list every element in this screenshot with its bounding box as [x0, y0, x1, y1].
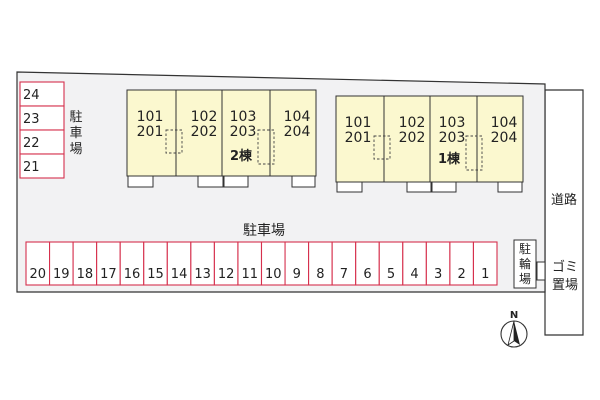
- parking-space-number: 15: [147, 267, 164, 282]
- trash-box: [536, 261, 546, 281]
- stair-hall: [465, 135, 483, 171]
- entrance-step: [223, 175, 249, 188]
- compass-label: N: [510, 310, 518, 321]
- parking-space: [19, 153, 65, 179]
- parking-space-number: 9: [293, 267, 301, 282]
- unit-label: 103: [439, 115, 466, 131]
- parking-space-number: 2: [458, 267, 466, 282]
- parking-space-number: 4: [410, 267, 418, 282]
- parking-space-number: 11: [241, 267, 258, 282]
- building-1: 101 201 102 202 103 203 104 204 1棟: [335, 95, 524, 193]
- parking-space: [19, 105, 65, 131]
- parking-space: [19, 129, 65, 155]
- trash-label: ゴミ: [552, 259, 578, 275]
- parking-space-number: 21: [23, 160, 40, 175]
- unit-label: 103: [230, 109, 257, 125]
- parking-space-number: 18: [77, 267, 94, 282]
- entrance-step: [431, 180, 457, 193]
- compass-icon: N: [500, 310, 528, 348]
- parking-space-number: 10: [265, 267, 282, 282]
- parking-space-number: 17: [100, 267, 117, 282]
- parking-space-number: 22: [23, 136, 40, 151]
- trash-area: ゴミ 置場: [536, 259, 578, 293]
- parking-left: 24 23 22 21: [19, 81, 65, 179]
- parking-space-number: 3: [434, 267, 442, 282]
- entrance-step: [127, 175, 154, 188]
- parking-left-label-char: 場: [69, 142, 82, 157]
- parking-space-number: 13: [194, 267, 211, 282]
- parking-space-number: 1: [481, 267, 489, 282]
- building-name: 2棟: [230, 148, 253, 164]
- unit-label: 201: [345, 130, 372, 146]
- parking-left-label-char: 駐: [69, 110, 82, 125]
- unit-label: 101: [345, 115, 372, 131]
- parking-space-number: 23: [23, 112, 40, 127]
- building-2: 101 201 102 202 103 203 104 204 2棟: [126, 89, 317, 188]
- entrance-step: [497, 180, 523, 193]
- stair-hall: [373, 135, 391, 160]
- parking-space-number: 19: [53, 267, 70, 282]
- parking-space-number: 16: [124, 267, 141, 282]
- entrance-step: [291, 175, 316, 188]
- unit-label: 203: [439, 130, 466, 146]
- unit-label: 202: [191, 124, 218, 140]
- parking-space: [472, 241, 498, 286]
- unit-label: 102: [191, 109, 218, 125]
- entrance-step: [336, 180, 363, 193]
- parking-space-number: 8: [316, 267, 324, 282]
- unit-label: 102: [399, 115, 426, 131]
- parking-space-number: 24: [23, 88, 40, 103]
- unit-label: 104: [491, 115, 518, 131]
- bike-parking-char: 輪: [519, 256, 531, 271]
- unit-label: 202: [399, 130, 426, 146]
- trash-label: 置場: [552, 278, 578, 293]
- bike-parking-box: [513, 239, 537, 289]
- building-name: 1棟: [438, 151, 461, 167]
- parking-space-number: 6: [363, 267, 371, 282]
- bike-parking-char: 場: [519, 272, 531, 286]
- unit-label: 104: [284, 109, 311, 125]
- parking-space-number: 12: [218, 267, 235, 282]
- parking-left-label-char: 車: [69, 126, 82, 141]
- parking-space-number: 7: [340, 267, 348, 282]
- parking-bottom-label: 駐車場: [243, 222, 285, 239]
- parking-space-number: 20: [29, 267, 46, 282]
- stair-hall: [165, 129, 183, 154]
- entrance-step: [197, 175, 224, 188]
- road: [544, 89, 584, 336]
- unit-label: 204: [284, 124, 311, 140]
- entrance-step: [406, 180, 432, 193]
- unit-label: 204: [491, 130, 518, 146]
- unit-label: 201: [137, 124, 164, 140]
- unit-label: 101: [137, 109, 164, 125]
- bike-parking-char: 駐: [519, 241, 531, 256]
- road-label: 道路: [551, 192, 577, 208]
- parking-space-number: 5: [387, 267, 395, 282]
- unit-label: 203: [230, 124, 257, 140]
- bike-parking: 駐 輪 場: [513, 239, 537, 289]
- stair-hall: [257, 129, 275, 165]
- parking-space-number: 14: [171, 267, 188, 282]
